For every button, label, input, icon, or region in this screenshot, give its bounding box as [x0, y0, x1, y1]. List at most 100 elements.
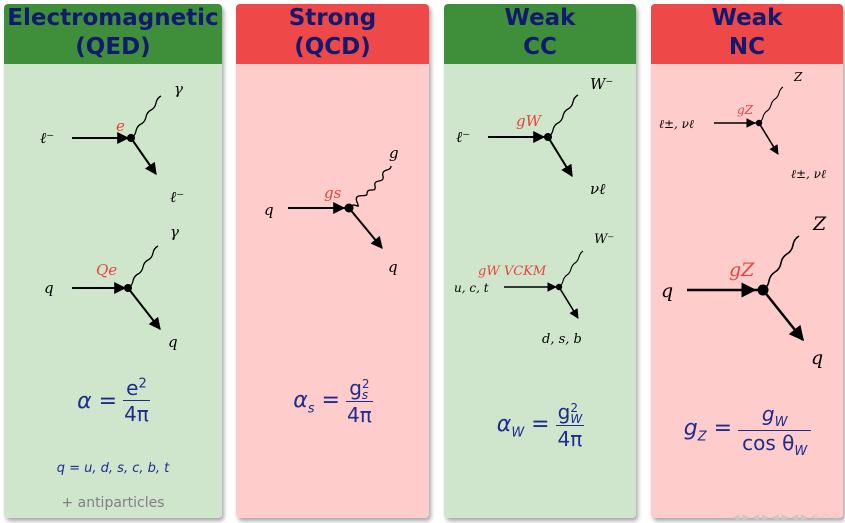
panel-qed: Electromagnetic (QED) ℓ⁻ γ ℓ⁻ e [4, 4, 222, 518]
photon-line [130, 95, 162, 139]
header-line-2: (QCD) [294, 34, 371, 60]
vertex-dot [544, 133, 552, 141]
coupling-label: gW VCKM [478, 264, 547, 279]
coupling-label: Qe [96, 261, 117, 279]
header-line-1: Weak [711, 5, 783, 31]
formula-lhs: α [496, 411, 512, 437]
vertex-quark-photon: q γ q Qe [44, 223, 179, 351]
boson-label: g [389, 144, 399, 162]
formula-numerator: g [349, 376, 362, 400]
boson-label: W⁻ [594, 232, 614, 247]
formula-den-sub: W [794, 444, 808, 459]
quark-list: q = u, d, s, c, b, t [56, 461, 170, 476]
formula-sub: W [570, 411, 583, 426]
incoming-label: ℓ⁻ [40, 129, 54, 147]
outgoing-line [127, 287, 161, 330]
outgoing-line [758, 122, 779, 155]
formula-denominator: 4π [557, 426, 583, 451]
formula-equals: = [531, 411, 550, 437]
w-boson-line [547, 94, 579, 138]
formula-sub: W [774, 415, 788, 430]
formula-lhs: α [293, 387, 308, 413]
header-line-1: Strong [288, 5, 377, 31]
panel-header: Electromagnetic (QED) [4, 4, 222, 64]
vertex-quark-w: u, c, t W⁻ d, s, b gW VCKM [454, 232, 614, 347]
coupling-label: gW [516, 112, 543, 130]
outgoing-label: q [388, 258, 398, 276]
panel-body [236, 64, 429, 518]
panel-header: Weak NC [651, 4, 843, 64]
coupling-formula: gZ = gW cos θW [651, 402, 843, 459]
header-line-1: Electromagnetic [7, 5, 219, 31]
formula-equals: = [713, 416, 733, 442]
incoming-label: ℓ±, νℓ [659, 117, 694, 131]
formula-lhs: g [683, 416, 698, 442]
vertex-dot [755, 119, 763, 127]
header-line-2: (QED) [75, 34, 151, 60]
coupling-formula: α = e2 4π [4, 376, 222, 427]
outgoing-label: d, s, b [542, 332, 582, 347]
feynman-diagrams: ℓ⁻ γ ℓ⁻ e q γ q Qe [40, 80, 184, 351]
outgoing-line [348, 207, 383, 249]
formula-denominator: 4π [124, 402, 149, 426]
panel-weak-cc: Weak CC ℓ⁻ W⁻ νℓ gW u, c, t W⁻ [444, 4, 636, 518]
boson-label: Z [793, 70, 803, 84]
slide-navigation-controls[interactable]: ◀ ▶ ◀ ▶ ◀ ▶ ◀ ▶ ⟲ ○ ◇ [732, 513, 839, 523]
formula-denominator: 4π [346, 402, 372, 427]
formula-lhs: α = [77, 389, 118, 414]
feynman-diagrams: ℓ±, νℓ Z ℓ±, νℓ gZ q Z q gZ [659, 70, 827, 369]
formula-lhs-sub: W [511, 424, 525, 440]
panel-weak-nc: Weak NC ℓ±, νℓ Z ℓ±, νℓ gZ q Z [651, 4, 843, 518]
outgoing-line [558, 286, 579, 319]
panel-body [4, 64, 222, 518]
formula-sub: s [361, 387, 369, 402]
outgoing-line [547, 136, 573, 178]
outgoing-line [130, 137, 157, 175]
coupling-label: gZ [729, 259, 755, 281]
panel-header: Strong (QCD) [236, 4, 429, 64]
formula-denominator: cos θ [742, 431, 795, 455]
vertex-dot [757, 284, 769, 296]
coupling-label: gZ [737, 103, 754, 117]
coupling-label: gs [324, 184, 342, 202]
boson-label: Z [812, 213, 827, 235]
outgoing-label: ℓ±, νℓ [791, 167, 826, 181]
header-line-2: NC [728, 34, 766, 60]
panel-qcd: Strong (QCD) q g q gs αs = [236, 4, 429, 518]
feynman-diagram: q g q gs [264, 144, 399, 276]
incoming-label: q [661, 280, 673, 302]
vertex-lepton-photon: ℓ⁻ γ ℓ⁻ e [40, 80, 184, 206]
coupling-label: e [116, 117, 125, 135]
vertex-dot [127, 134, 135, 142]
photon-line [127, 245, 159, 289]
boson-label: γ [174, 80, 183, 98]
vertex-dot [124, 284, 132, 292]
outgoing-label: q [168, 333, 178, 351]
formula-sup: 2 [570, 400, 578, 415]
formula-sup: 2 [361, 376, 370, 391]
formula-lhs-sub: Z [697, 429, 707, 445]
incoming-label: q [264, 201, 274, 219]
incoming-label: u, c, t [454, 281, 489, 295]
header-line-1: Weak [504, 5, 576, 31]
antiparticles-note: + antiparticles [61, 495, 165, 511]
outgoing-line [762, 289, 804, 342]
boson-label: W⁻ [590, 75, 613, 93]
vertex-lepton-z: ℓ±, νℓ Z ℓ±, νℓ gZ [659, 70, 826, 181]
gluon-line [348, 165, 392, 209]
incoming-label: q [44, 279, 54, 297]
vertex-quark-z: q Z q gZ [661, 213, 827, 369]
z-boson-line [758, 86, 784, 124]
formula-numerator: g [761, 402, 775, 426]
outgoing-label: ℓ⁻ [170, 188, 184, 206]
w-boson-line [558, 250, 584, 288]
formula-lhs-sub: s [307, 400, 315, 416]
panel-header: Weak CC [444, 4, 636, 64]
formula-sup: 2 [138, 376, 147, 392]
vertex-dot [344, 203, 354, 213]
vertex-quark-gluon: q g q gs [264, 144, 399, 276]
header-line-2: CC [523, 34, 557, 60]
outgoing-label: q [811, 347, 823, 369]
